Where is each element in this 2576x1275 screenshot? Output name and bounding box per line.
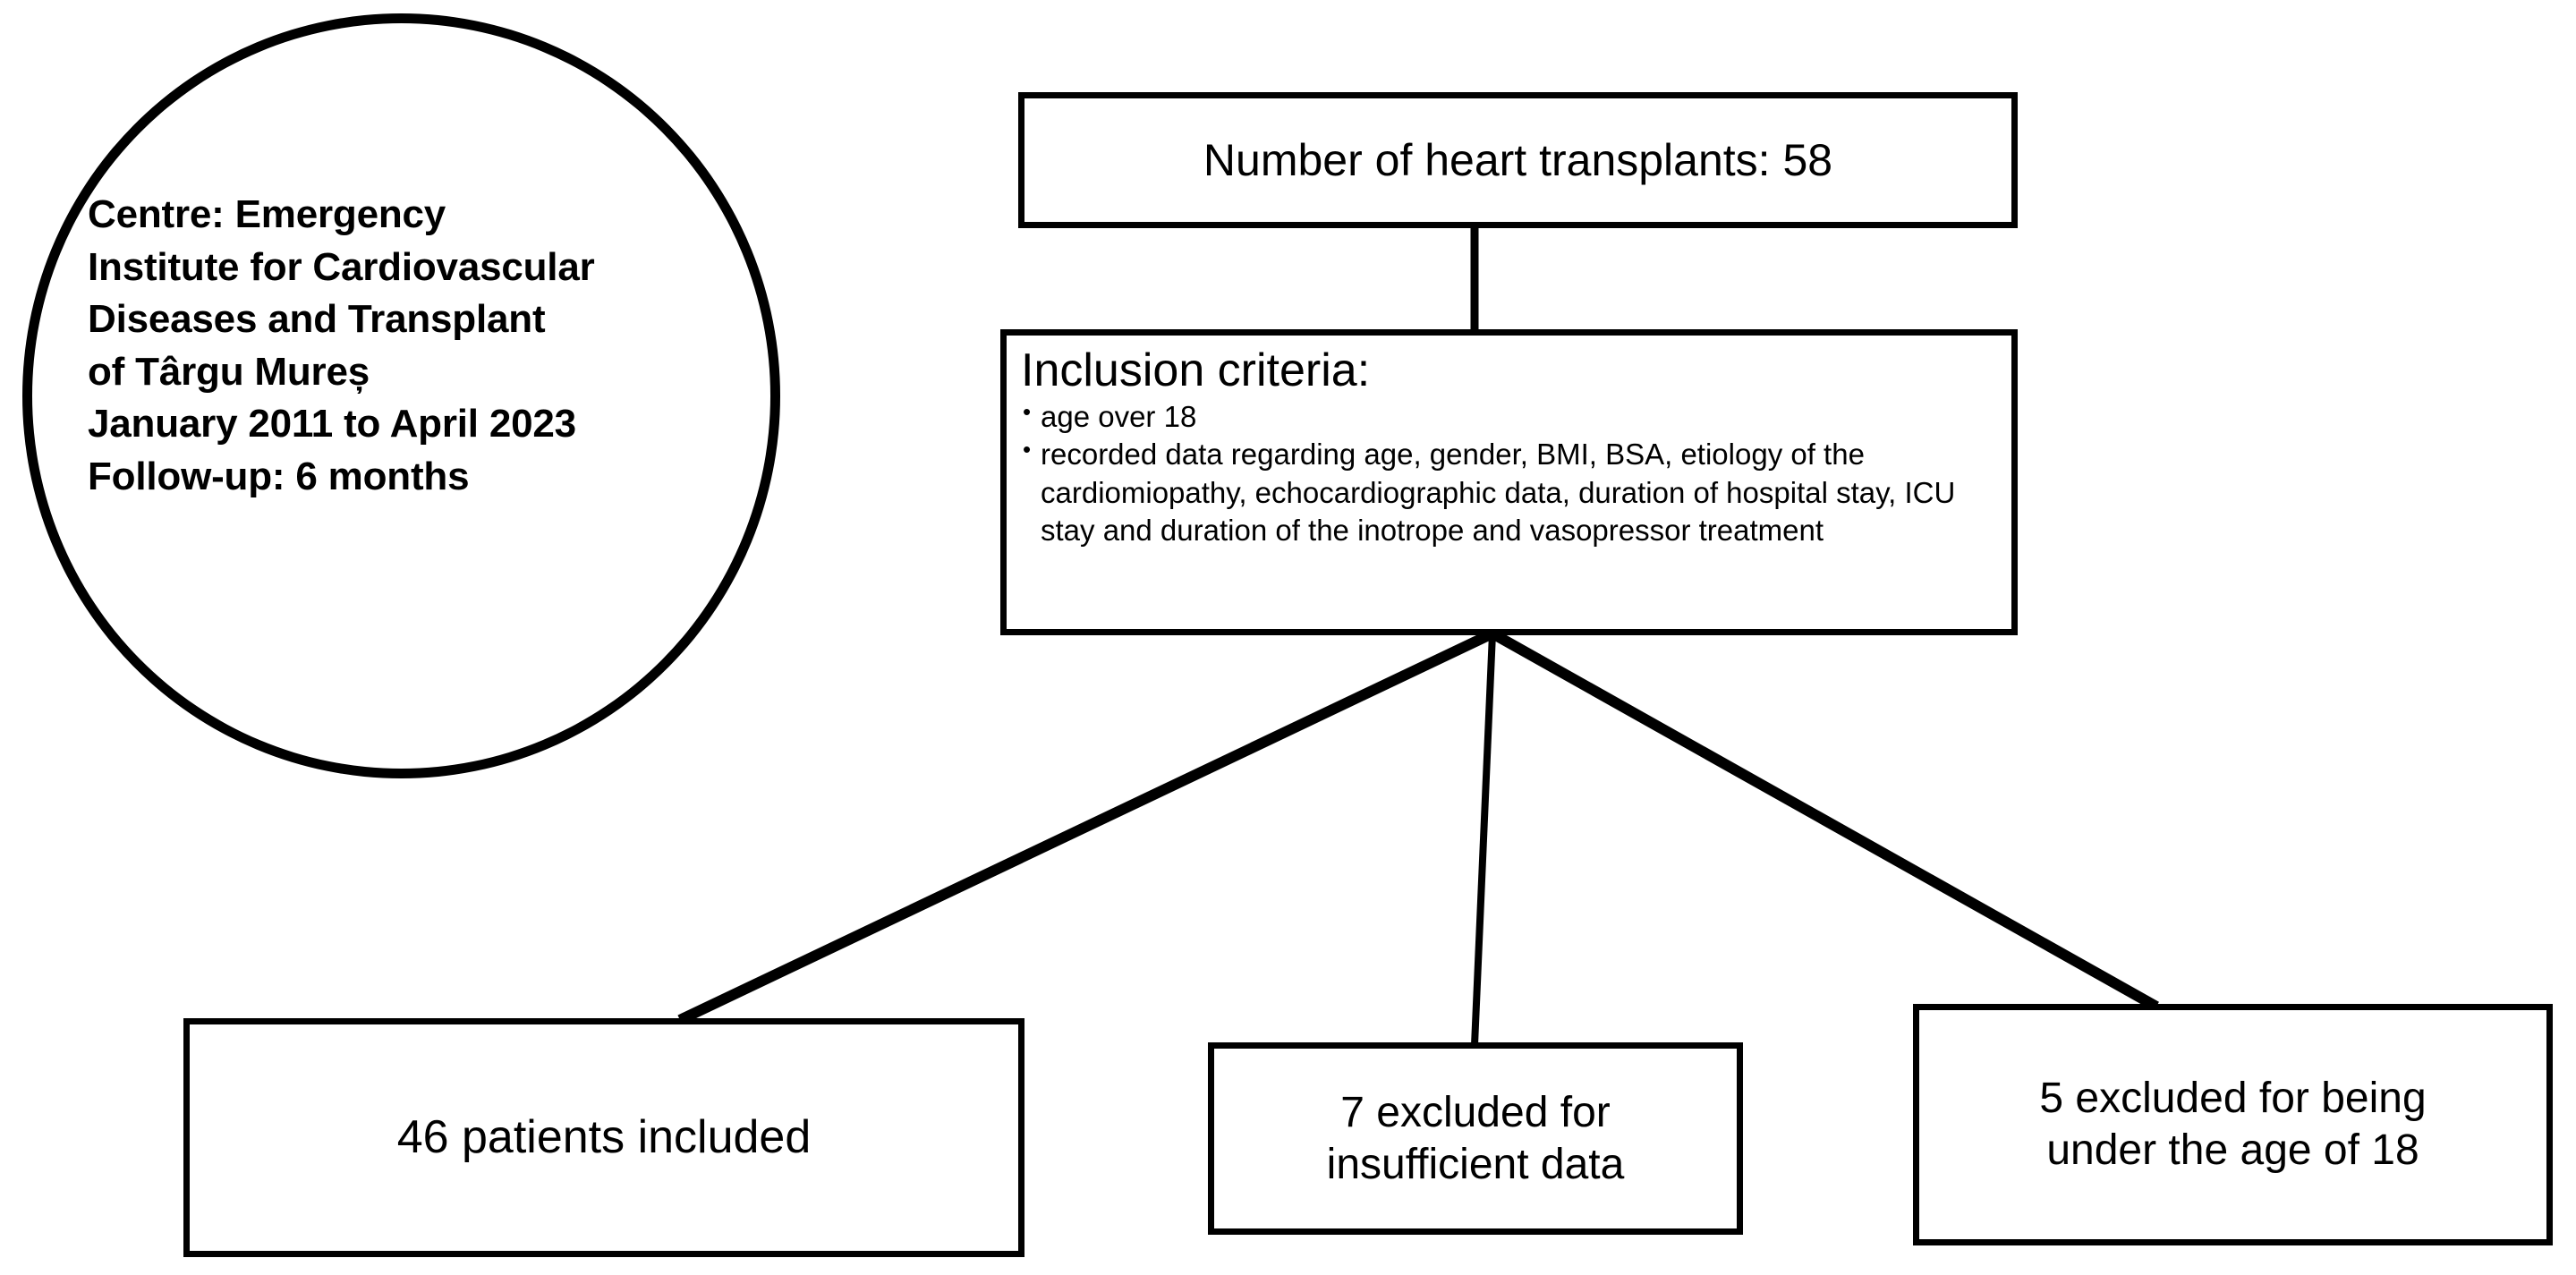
node-excluded-under-18-label: 5 excluded for being under the age of 18 (2039, 1075, 2427, 1174)
connector-inclusion-to-included (677, 628, 1495, 1025)
node-patients-included: 46 patients included (183, 1018, 1024, 1257)
inclusion-criteria-title: Inclusion criteria: (1021, 344, 1371, 396)
inclusion-criteria-item: recorded data regarding age, gender, BMI… (1021, 435, 1997, 549)
study-centre-circle: Centre: Emergency Institute for Cardiova… (22, 13, 780, 778)
node-excluded-insufficient-data: 7 excluded for insufficient data (1208, 1042, 1743, 1235)
node-heart-transplants-label: Number of heart transplants: 58 (1203, 134, 1833, 185)
inclusion-criteria-item: age over 18 (1021, 397, 1997, 436)
connector-inclusion-to-excluded-age (1490, 628, 2159, 1012)
connector-inclusion-to-excluded-data (1471, 633, 1496, 1046)
node-patients-included-label: 46 patients included (396, 1110, 812, 1163)
node-excluded-insufficient-data-label: 7 excluded for insufficient data (1326, 1088, 1625, 1188)
study-centre-text: Centre: Emergency Institute for Cardiova… (88, 192, 595, 498)
node-excluded-under-18: 5 excluded for being under the age of 18 (1913, 1004, 2553, 1245)
inclusion-criteria-list: age over 18 recorded data regarding age,… (1021, 397, 1997, 549)
node-heart-transplants: Number of heart transplants: 58 (1018, 92, 2018, 228)
node-inclusion-criteria: Inclusion criteria: age over 18 recorded… (1000, 329, 2018, 635)
